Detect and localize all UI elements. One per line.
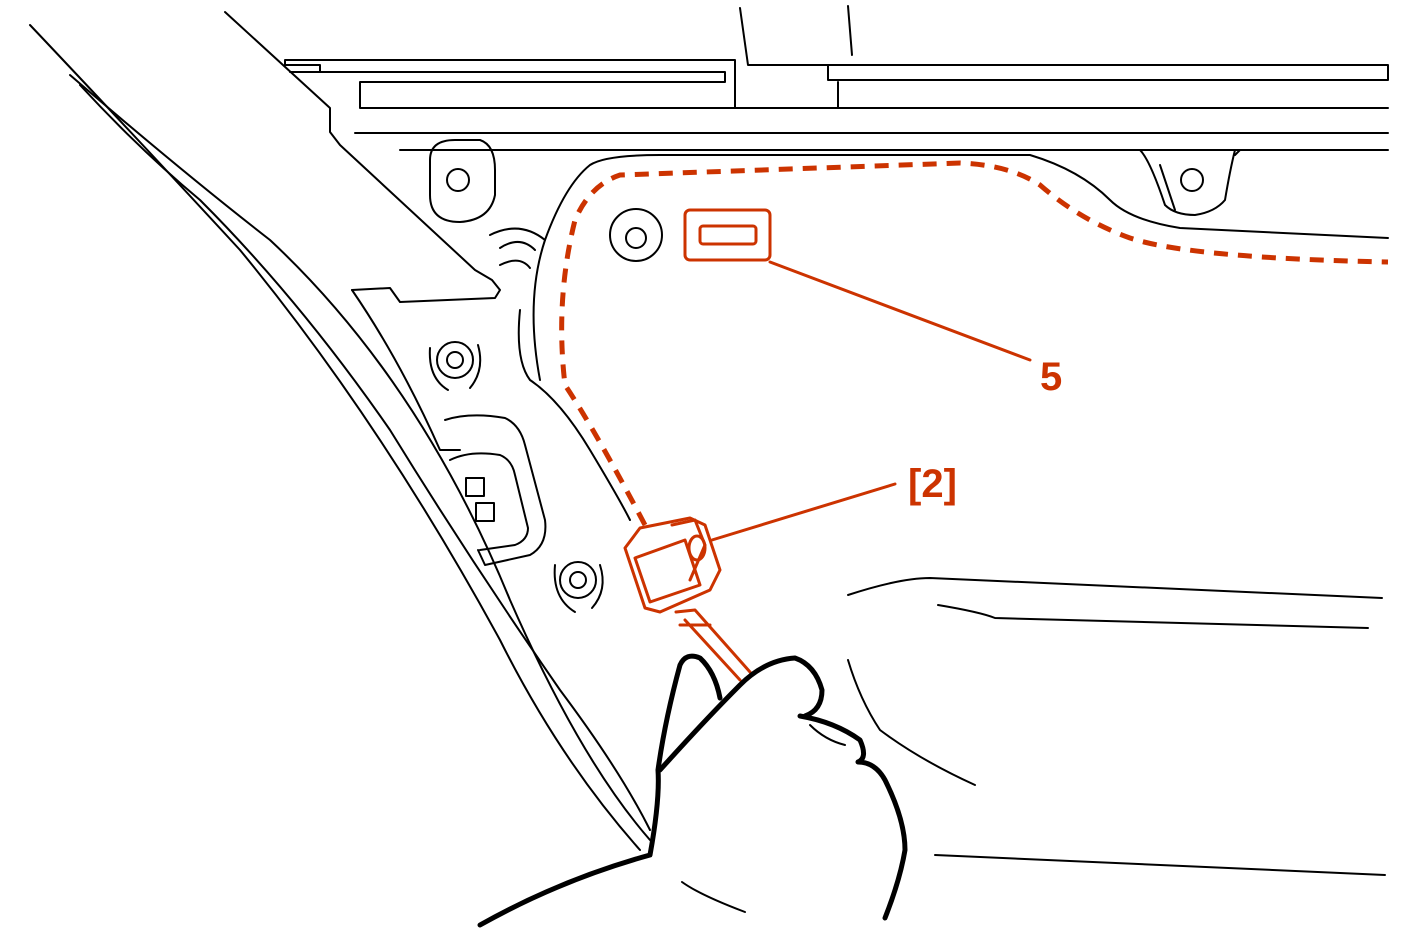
- callout-2: [2]: [710, 462, 957, 542]
- tool-icon: [623, 516, 752, 682]
- clip-icon: [683, 208, 772, 262]
- connector-block: [444, 414, 547, 566]
- callout-2-label: [2]: [908, 462, 957, 506]
- seal-dashed-line: [559, 160, 1389, 527]
- nut-upper: [428, 341, 482, 391]
- callout-5-label: 5: [1040, 355, 1062, 399]
- callout-5: 5: [768, 260, 1062, 399]
- hand-icon: [477, 653, 908, 928]
- top-rail: [284, 5, 1389, 151]
- panel-outline: [517, 154, 1389, 876]
- left-pillar: [29, 11, 651, 851]
- bracket-holes: [429, 139, 1241, 269]
- nut-lower: [553, 561, 604, 613]
